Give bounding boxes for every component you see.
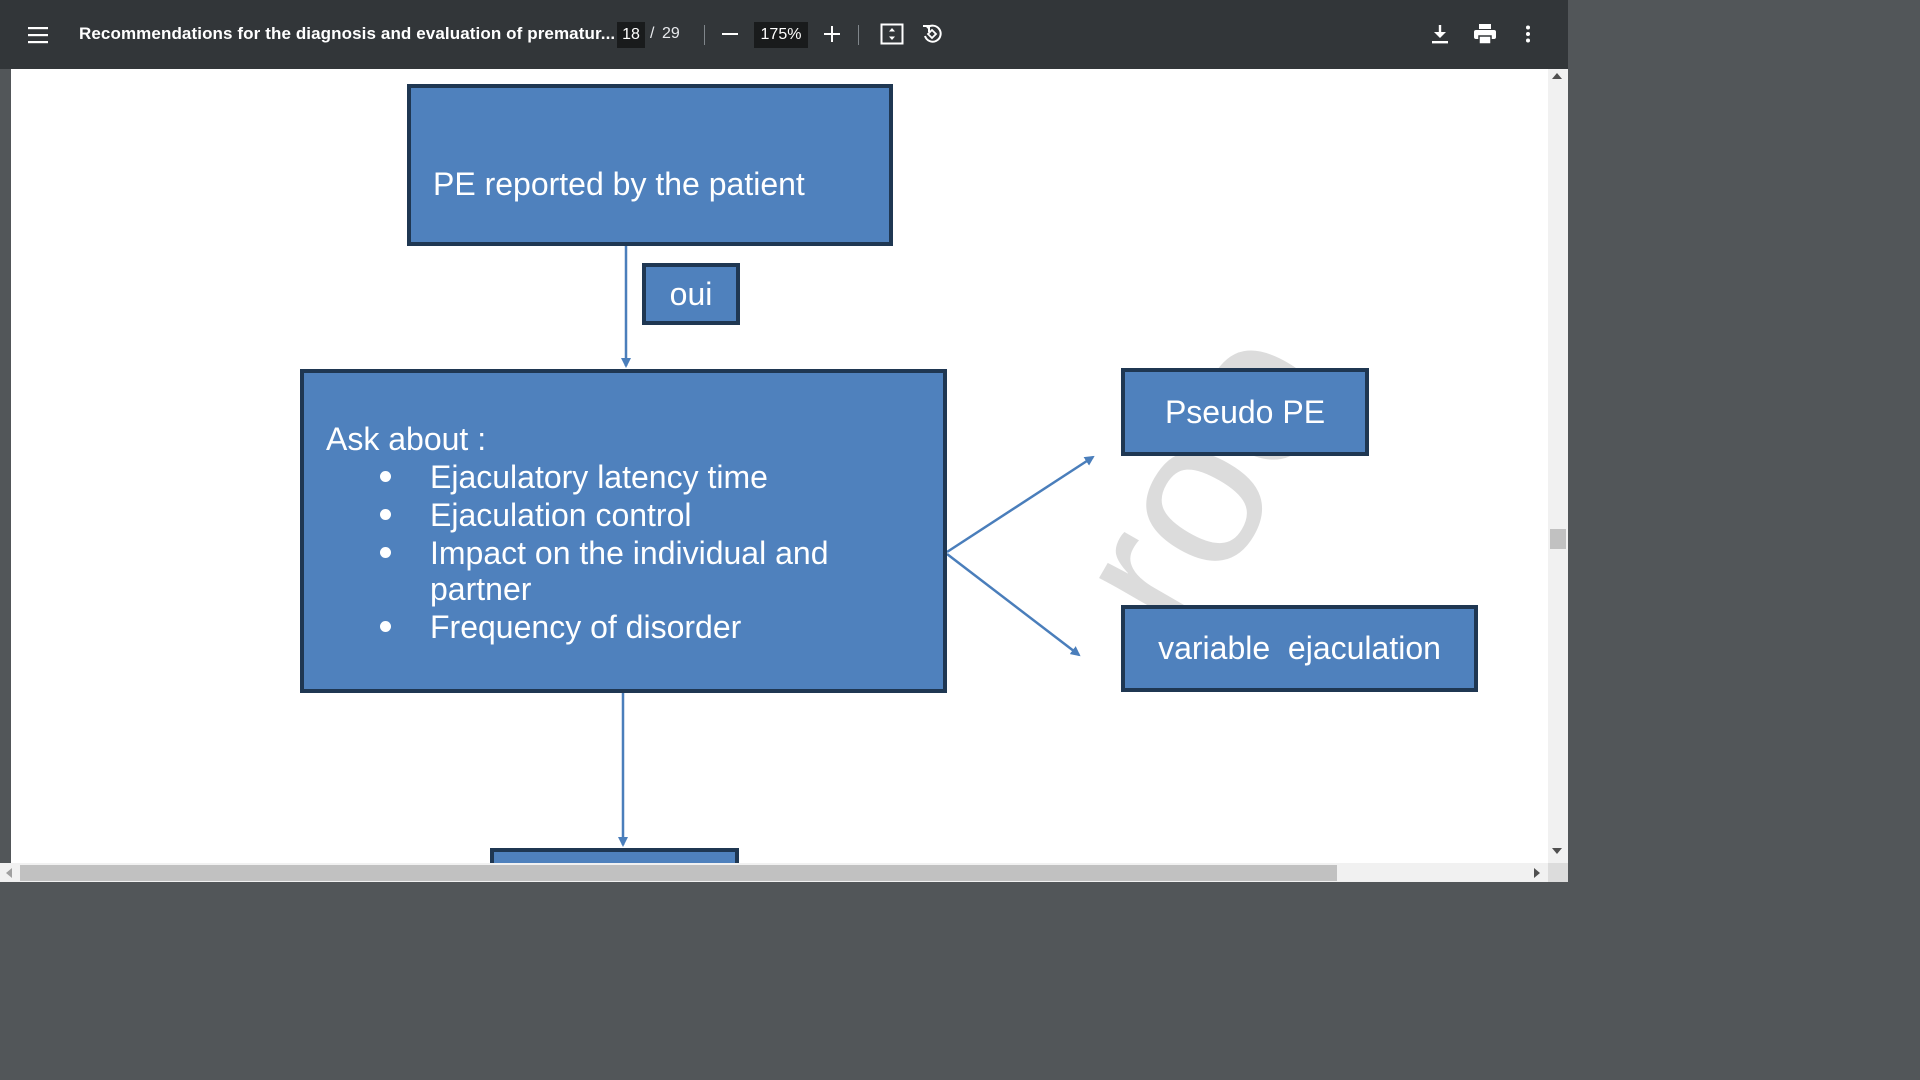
- menu-icon[interactable]: [20, 17, 58, 53]
- fit-page-icon[interactable]: [878, 20, 906, 48]
- list-item-text: Impact on the individual and partner: [430, 535, 829, 607]
- list-item: Ejaculation control: [326, 497, 850, 533]
- document-title: Recommendations for the diagnosis and ev…: [79, 24, 616, 43]
- scroll-down-icon[interactable]: [1552, 848, 1562, 854]
- page-number-input[interactable]: 18: [617, 22, 645, 48]
- page-separator: /: [650, 25, 655, 42]
- box-oui: oui: [642, 263, 740, 325]
- list-item-text: Ejaculation control: [430, 497, 692, 533]
- list-item: Frequency of disorder: [326, 609, 850, 645]
- more-vert-icon[interactable]: [1516, 20, 1540, 48]
- scroll-right-icon[interactable]: [1534, 868, 1540, 878]
- ask-about-title: Ask about :: [326, 421, 487, 457]
- download-icon[interactable]: [1426, 20, 1454, 48]
- box-next-partial: [490, 848, 739, 863]
- bullet-icon: [380, 509, 391, 520]
- rotate-icon[interactable]: [918, 20, 946, 48]
- bullet-icon: [380, 471, 391, 482]
- vertical-scrollbar[interactable]: [1548, 69, 1568, 863]
- pdf-viewer[interactable]: roo PE reported by the patient oui Ask a…: [0, 69, 1568, 882]
- zoom-in-icon[interactable]: [818, 20, 846, 48]
- vertical-scroll-thumb[interactable]: [1550, 529, 1566, 549]
- toolbar-divider: [858, 25, 859, 45]
- horizontal-scroll-thumb[interactable]: [20, 865, 1337, 881]
- zoom-level-input[interactable]: 175%: [754, 22, 808, 48]
- list-item-text: Frequency of disorder: [430, 609, 742, 645]
- pdf-toolbar: Recommendations for the diagnosis and ev…: [0, 0, 1568, 69]
- list-item: Ejaculatory latency time: [326, 459, 850, 495]
- box-ask-about: Ask about : Ejaculatory latency time Eja…: [300, 369, 947, 693]
- pdf-page: roo PE reported by the patient oui Ask a…: [11, 69, 1548, 863]
- list-item: Impact on the individual and partner: [326, 535, 850, 607]
- scroll-up-icon[interactable]: [1552, 73, 1562, 79]
- box-pseudo-pe: Pseudo PE: [1121, 368, 1369, 456]
- page-total: 29: [662, 25, 680, 42]
- box-pe-label: PE reported by the patient: [433, 166, 805, 202]
- bullet-icon: [380, 621, 391, 632]
- bullet-icon: [380, 547, 391, 558]
- print-icon[interactable]: [1470, 20, 1500, 48]
- box-variable-ejaculation: variable ejaculation: [1121, 605, 1478, 692]
- ask-about-list: Ejaculatory latency time Ejaculation con…: [326, 459, 850, 647]
- box-pe-reported: PE reported by the patient: [407, 84, 893, 246]
- zoom-out-icon[interactable]: [716, 20, 744, 48]
- scrollbar-corner: [1548, 863, 1568, 882]
- list-item-text: Ejaculatory latency time: [430, 459, 768, 495]
- toolbar-divider: [704, 25, 705, 45]
- scroll-left-icon[interactable]: [6, 868, 12, 878]
- horizontal-scrollbar[interactable]: [0, 863, 1548, 882]
